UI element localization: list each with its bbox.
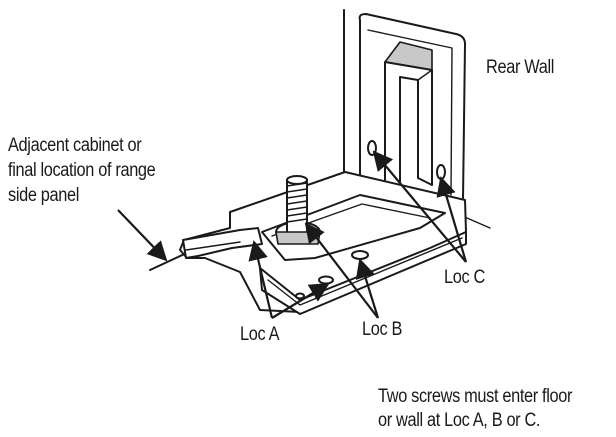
note-line1: Two screws must enter floor <box>378 386 573 407</box>
note-line2: or wall at Loc A, B or C. <box>378 410 541 431</box>
callout-pointers <box>117 150 468 319</box>
loc-b-slot <box>351 250 369 260</box>
adjacent-cabinet-label-line2: final location of range <box>8 160 156 181</box>
adjacent-cabinet-label-line1: Adjacent cabinet or <box>8 135 142 156</box>
rear-wall-label: Rear Wall <box>486 57 555 78</box>
loc-c-slot-right <box>436 164 446 180</box>
loc-a-slot <box>318 275 334 285</box>
loc-b-label: Loc B <box>362 319 403 340</box>
leveling-screw <box>275 175 321 245</box>
loc-c-label: Loc C <box>444 267 485 288</box>
loc-a-label: Loc A <box>240 324 280 345</box>
bracket-base-plate <box>179 171 467 315</box>
adjacent-cabinet-label-line3: side panel <box>8 185 80 206</box>
